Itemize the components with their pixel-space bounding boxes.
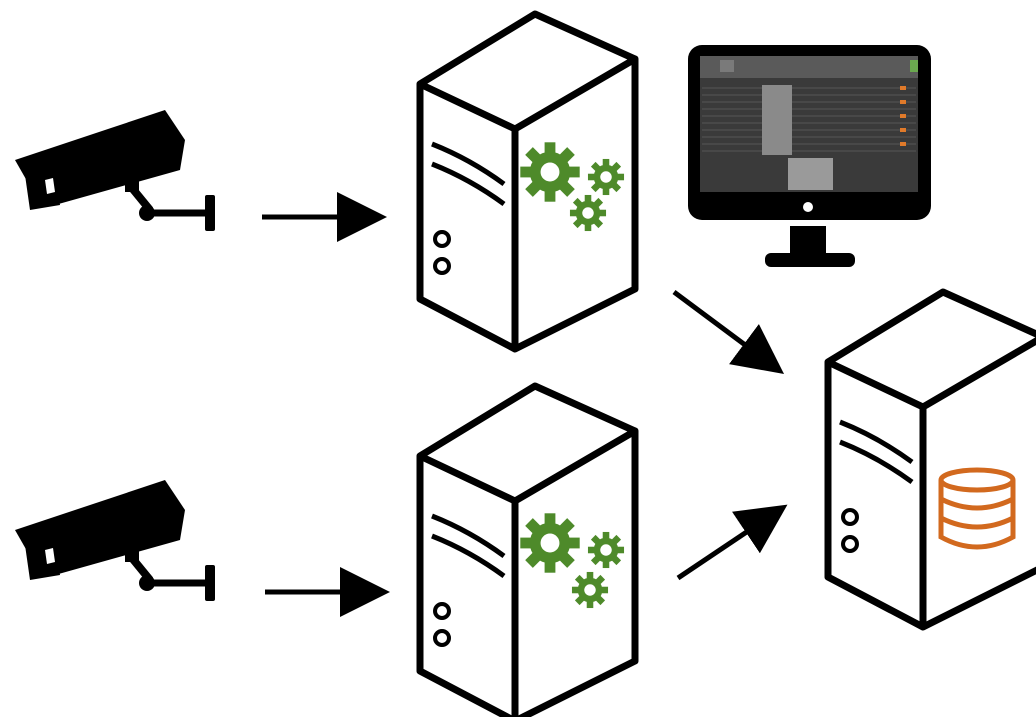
- database-server: [824, 288, 1036, 631]
- arrow-server2-to-database: [676, 504, 788, 581]
- security-camera-2: [15, 480, 215, 601]
- security-camera-1: [15, 110, 215, 231]
- monitor-icon: [688, 45, 931, 267]
- arrow-server1-to-database: [672, 289, 785, 374]
- database-icon: [938, 467, 1016, 550]
